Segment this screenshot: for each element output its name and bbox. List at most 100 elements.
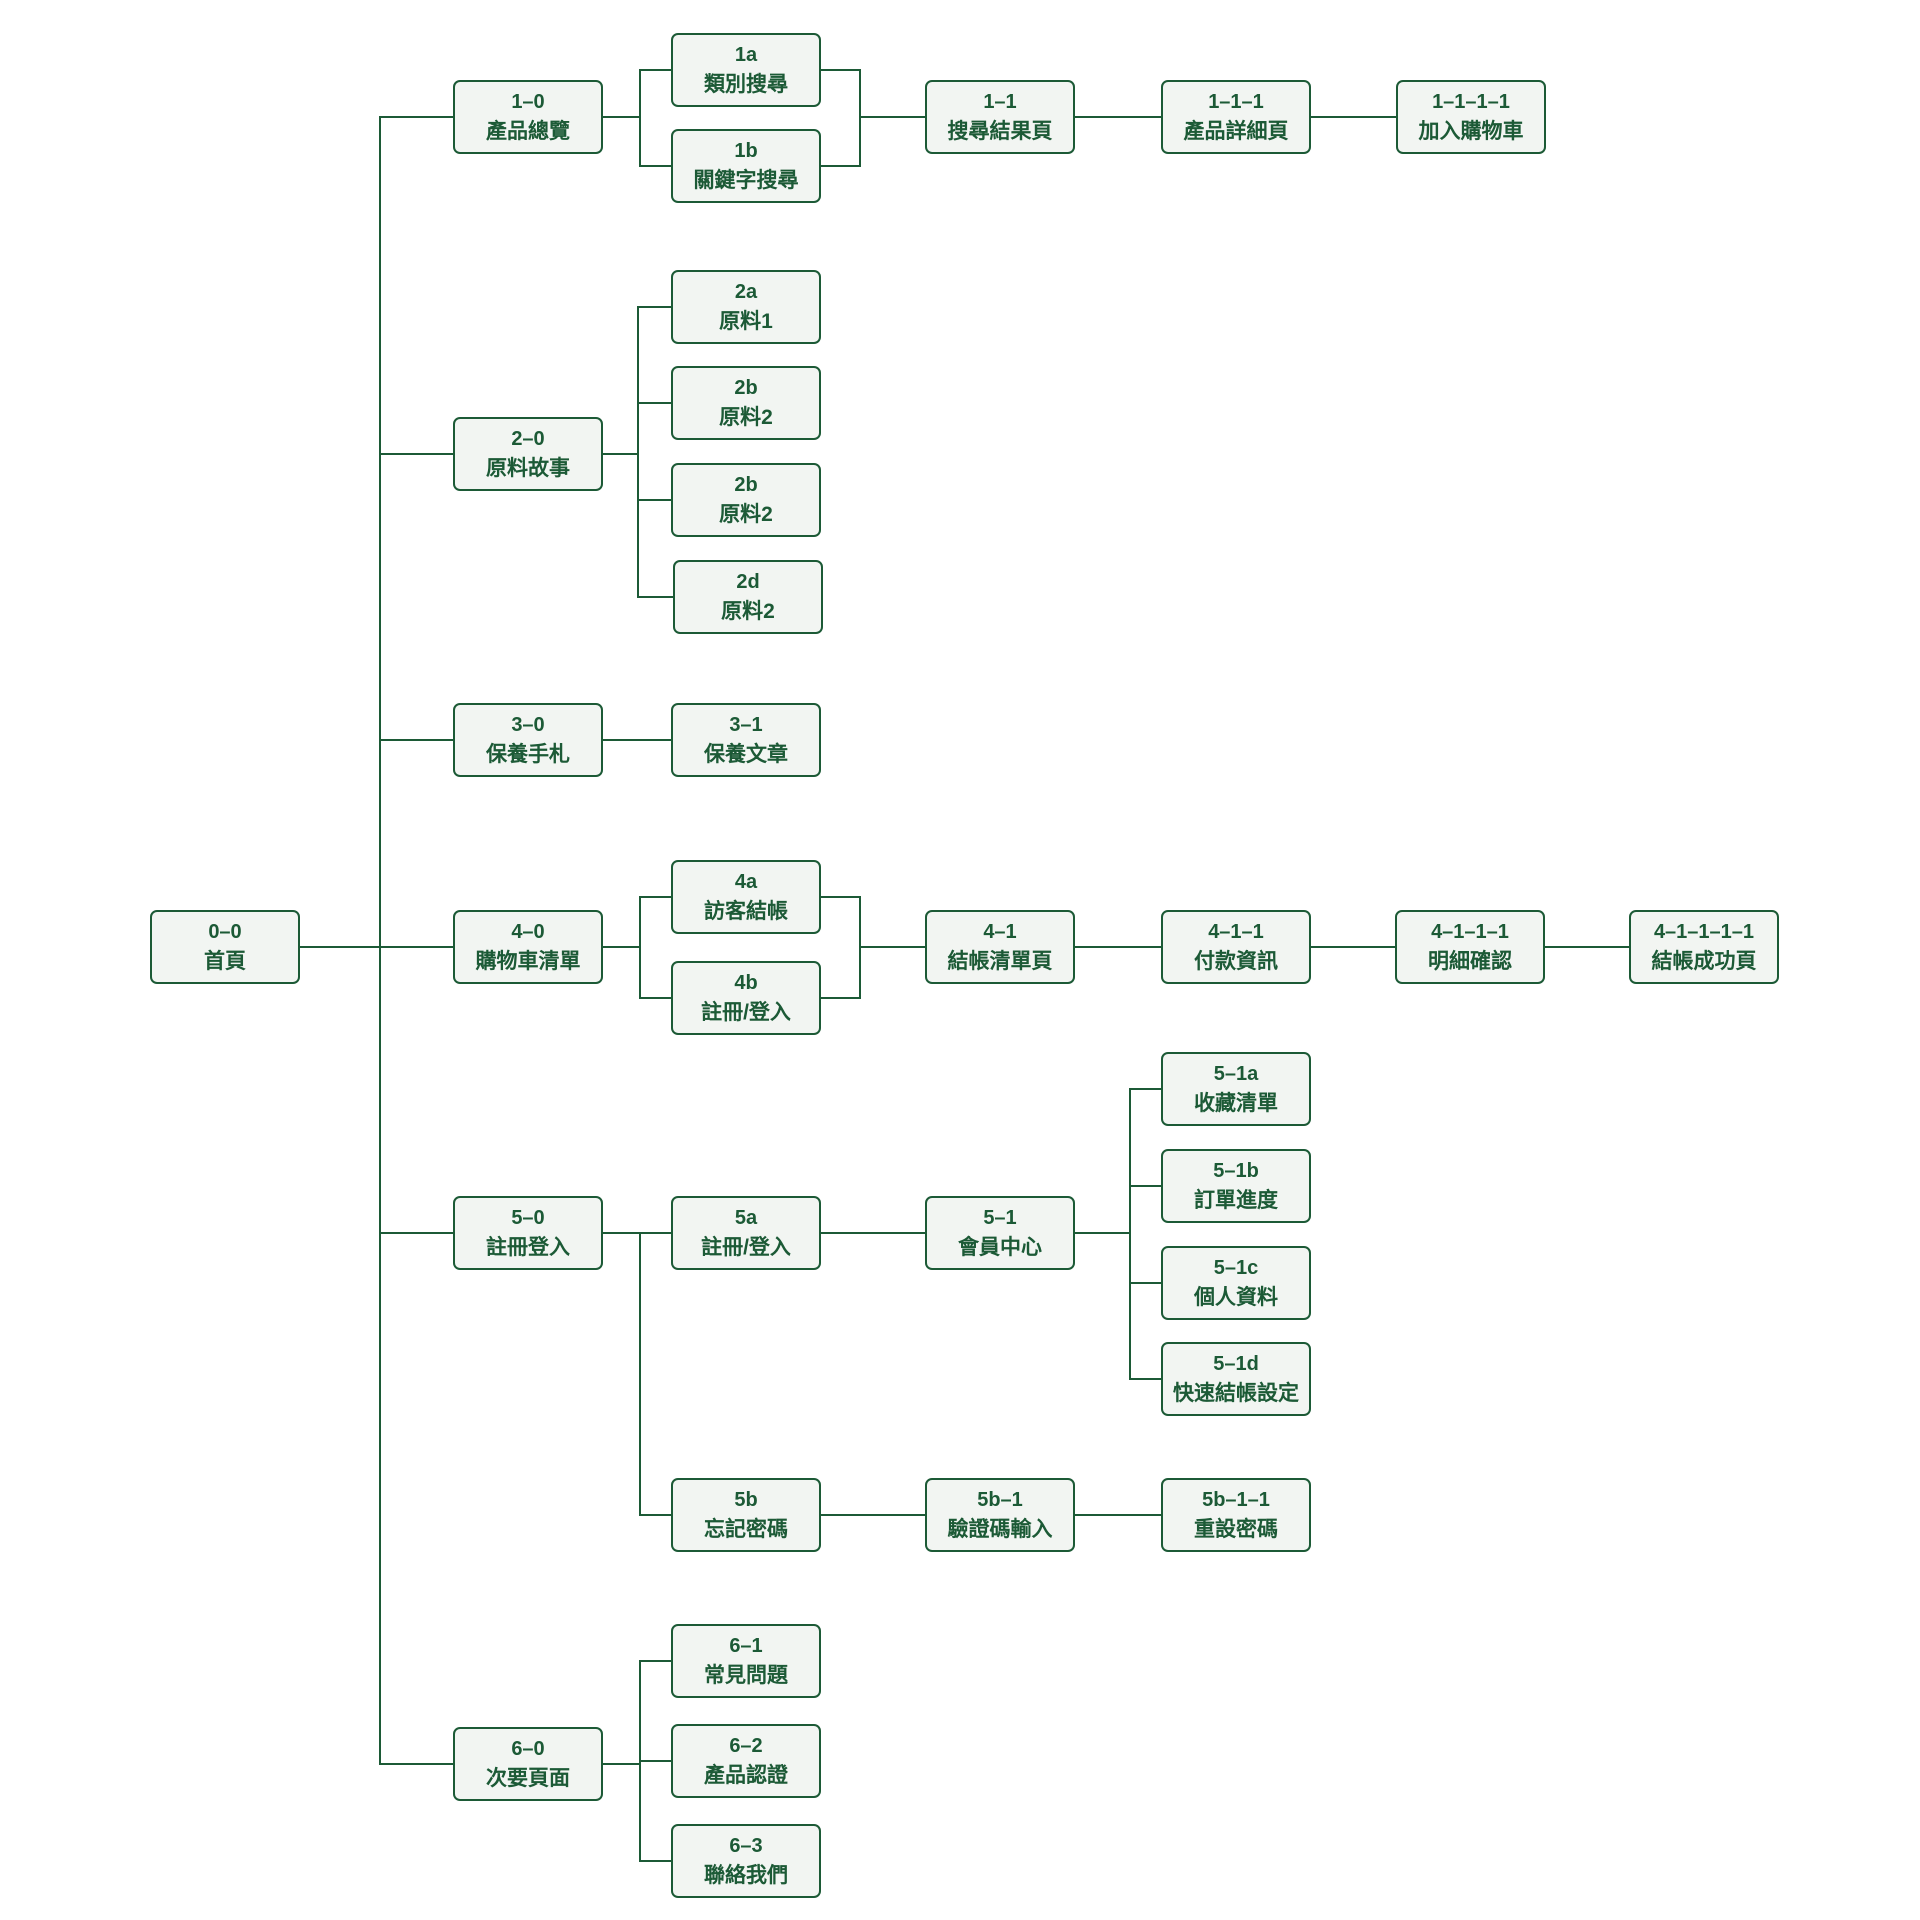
node-n4111: 4–1–1–1 明細確認 [1395,910,1545,984]
node-n50: 5–0 註冊登入 [453,1196,603,1270]
node-code: 5–1a [1213,1063,1259,1085]
node-code: 1–1–1–1 [1432,91,1510,113]
node-code: 5–1c [1213,1257,1259,1279]
node-label: 明細確認 [1428,950,1512,973]
node-n62: 6–2 產品認證 [671,1724,821,1798]
node-code: 2–0 [511,428,545,450]
node-code: 1b [734,140,758,162]
node-code: 2a [734,281,758,303]
node-label: 首頁 [204,950,246,973]
node-n111: 1–1–1 產品詳細頁 [1161,80,1311,154]
node-n1111: 1–1–1–1 加入購物車 [1396,80,1546,154]
node-label: 重設密碼 [1194,1518,1278,1541]
node-code: 1–0 [511,91,545,113]
node-label: 收藏清單 [1194,1092,1278,1115]
node-n20: 2–0 原料故事 [453,417,603,491]
node-n40: 4–0 購物車清單 [453,910,603,984]
node-code: 5b–1 [977,1489,1023,1511]
node-label: 關鍵字搜尋 [693,169,799,192]
node-label: 保養手札 [486,743,570,766]
node-n1a: 1a 類別搜尋 [671,33,821,107]
node-code: 3–0 [511,714,545,736]
node-label: 產品總覽 [486,120,570,143]
node-n61: 6–1 常見問題 [671,1624,821,1698]
node-code: 5–1 [983,1207,1017,1229]
node-code: 4b [734,972,758,994]
node-n11: 1–1 搜尋結果頁 [925,80,1075,154]
node-label: 原料2 [719,406,773,429]
node-label: 搜尋結果頁 [947,120,1053,143]
node-code: 6–3 [729,1835,763,1857]
node-code: 5–1d [1213,1353,1259,1375]
node-label: 付款資訊 [1194,950,1278,973]
node-n51: 5–1 會員中心 [925,1196,1075,1270]
node-label: 聯絡我們 [704,1864,788,1887]
node-label: 註冊/登入 [701,1001,791,1024]
node-n51a: 5–1a 收藏清單 [1161,1052,1311,1126]
node-n30: 3–0 保養手札 [453,703,603,777]
node-label: 保養文章 [704,743,788,766]
node-n4a: 4a 訪客結帳 [671,860,821,934]
node-label: 註冊/登入 [701,1236,791,1259]
node-label: 結帳清單頁 [947,950,1053,973]
node-label: 次要頁面 [486,1767,570,1790]
node-label: 結帳成功頁 [1651,950,1757,973]
node-code: 4–0 [511,921,545,943]
node-code: 5b [734,1489,758,1511]
node-label: 購物車清單 [475,950,581,973]
node-code: 6–0 [511,1738,545,1760]
node-n5b1: 5b–1 驗證碼輸入 [925,1478,1075,1552]
node-code: 4–1–1–1 [1431,921,1509,943]
node-code: 5a [734,1207,758,1229]
node-n4b: 4b 註冊/登入 [671,961,821,1035]
node-n51c: 5–1c 個人資料 [1161,1246,1311,1320]
node-code: 6–1 [729,1635,763,1657]
node-n63: 6–3 聯絡我們 [671,1824,821,1898]
node-label: 原料2 [721,600,775,623]
node-label: 常見問題 [704,1664,788,1687]
node-code: 5–1b [1213,1160,1259,1182]
node-label: 忘記密碼 [704,1518,788,1541]
node-code: 0–0 [208,921,242,943]
node-n5b: 5b 忘記密碼 [671,1478,821,1552]
node-label: 加入購物車 [1418,120,1524,143]
node-label: 原料故事 [486,457,570,480]
node-code: 6–2 [729,1735,763,1757]
node-n41111: 4–1–1–1–1 結帳成功頁 [1629,910,1779,984]
node-label: 快速結帳設定 [1173,1382,1299,1405]
node-code: 2b [734,377,758,399]
node-label: 個人資料 [1194,1286,1278,1309]
node-label: 原料1 [719,310,773,333]
node-label: 產品認證 [704,1764,788,1787]
node-label: 註冊登入 [486,1236,570,1259]
node-code: 4a [734,871,758,893]
node-code: 5–0 [511,1207,545,1229]
node-code: 1a [734,44,758,66]
node-code: 1–1–1 [1208,91,1264,113]
node-n5a: 5a 註冊/登入 [671,1196,821,1270]
node-label: 驗證碼輸入 [947,1518,1053,1541]
node-label: 產品詳細頁 [1183,120,1289,143]
node-code: 4–1–1–1–1 [1653,921,1755,943]
node-label: 訪客結帳 [704,900,788,923]
node-code: 2b [734,474,758,496]
node-label: 會員中心 [958,1236,1042,1259]
node-label: 類別搜尋 [704,73,788,96]
node-label: 原料2 [719,503,773,526]
node-code: 2d [736,571,760,593]
node-n10: 1–0 產品總覽 [453,80,603,154]
node-n00: 0–0 首頁 [150,910,300,984]
node-n51d: 5–1d 快速結帳設定 [1161,1342,1311,1416]
node-code: 1–1 [983,91,1017,113]
